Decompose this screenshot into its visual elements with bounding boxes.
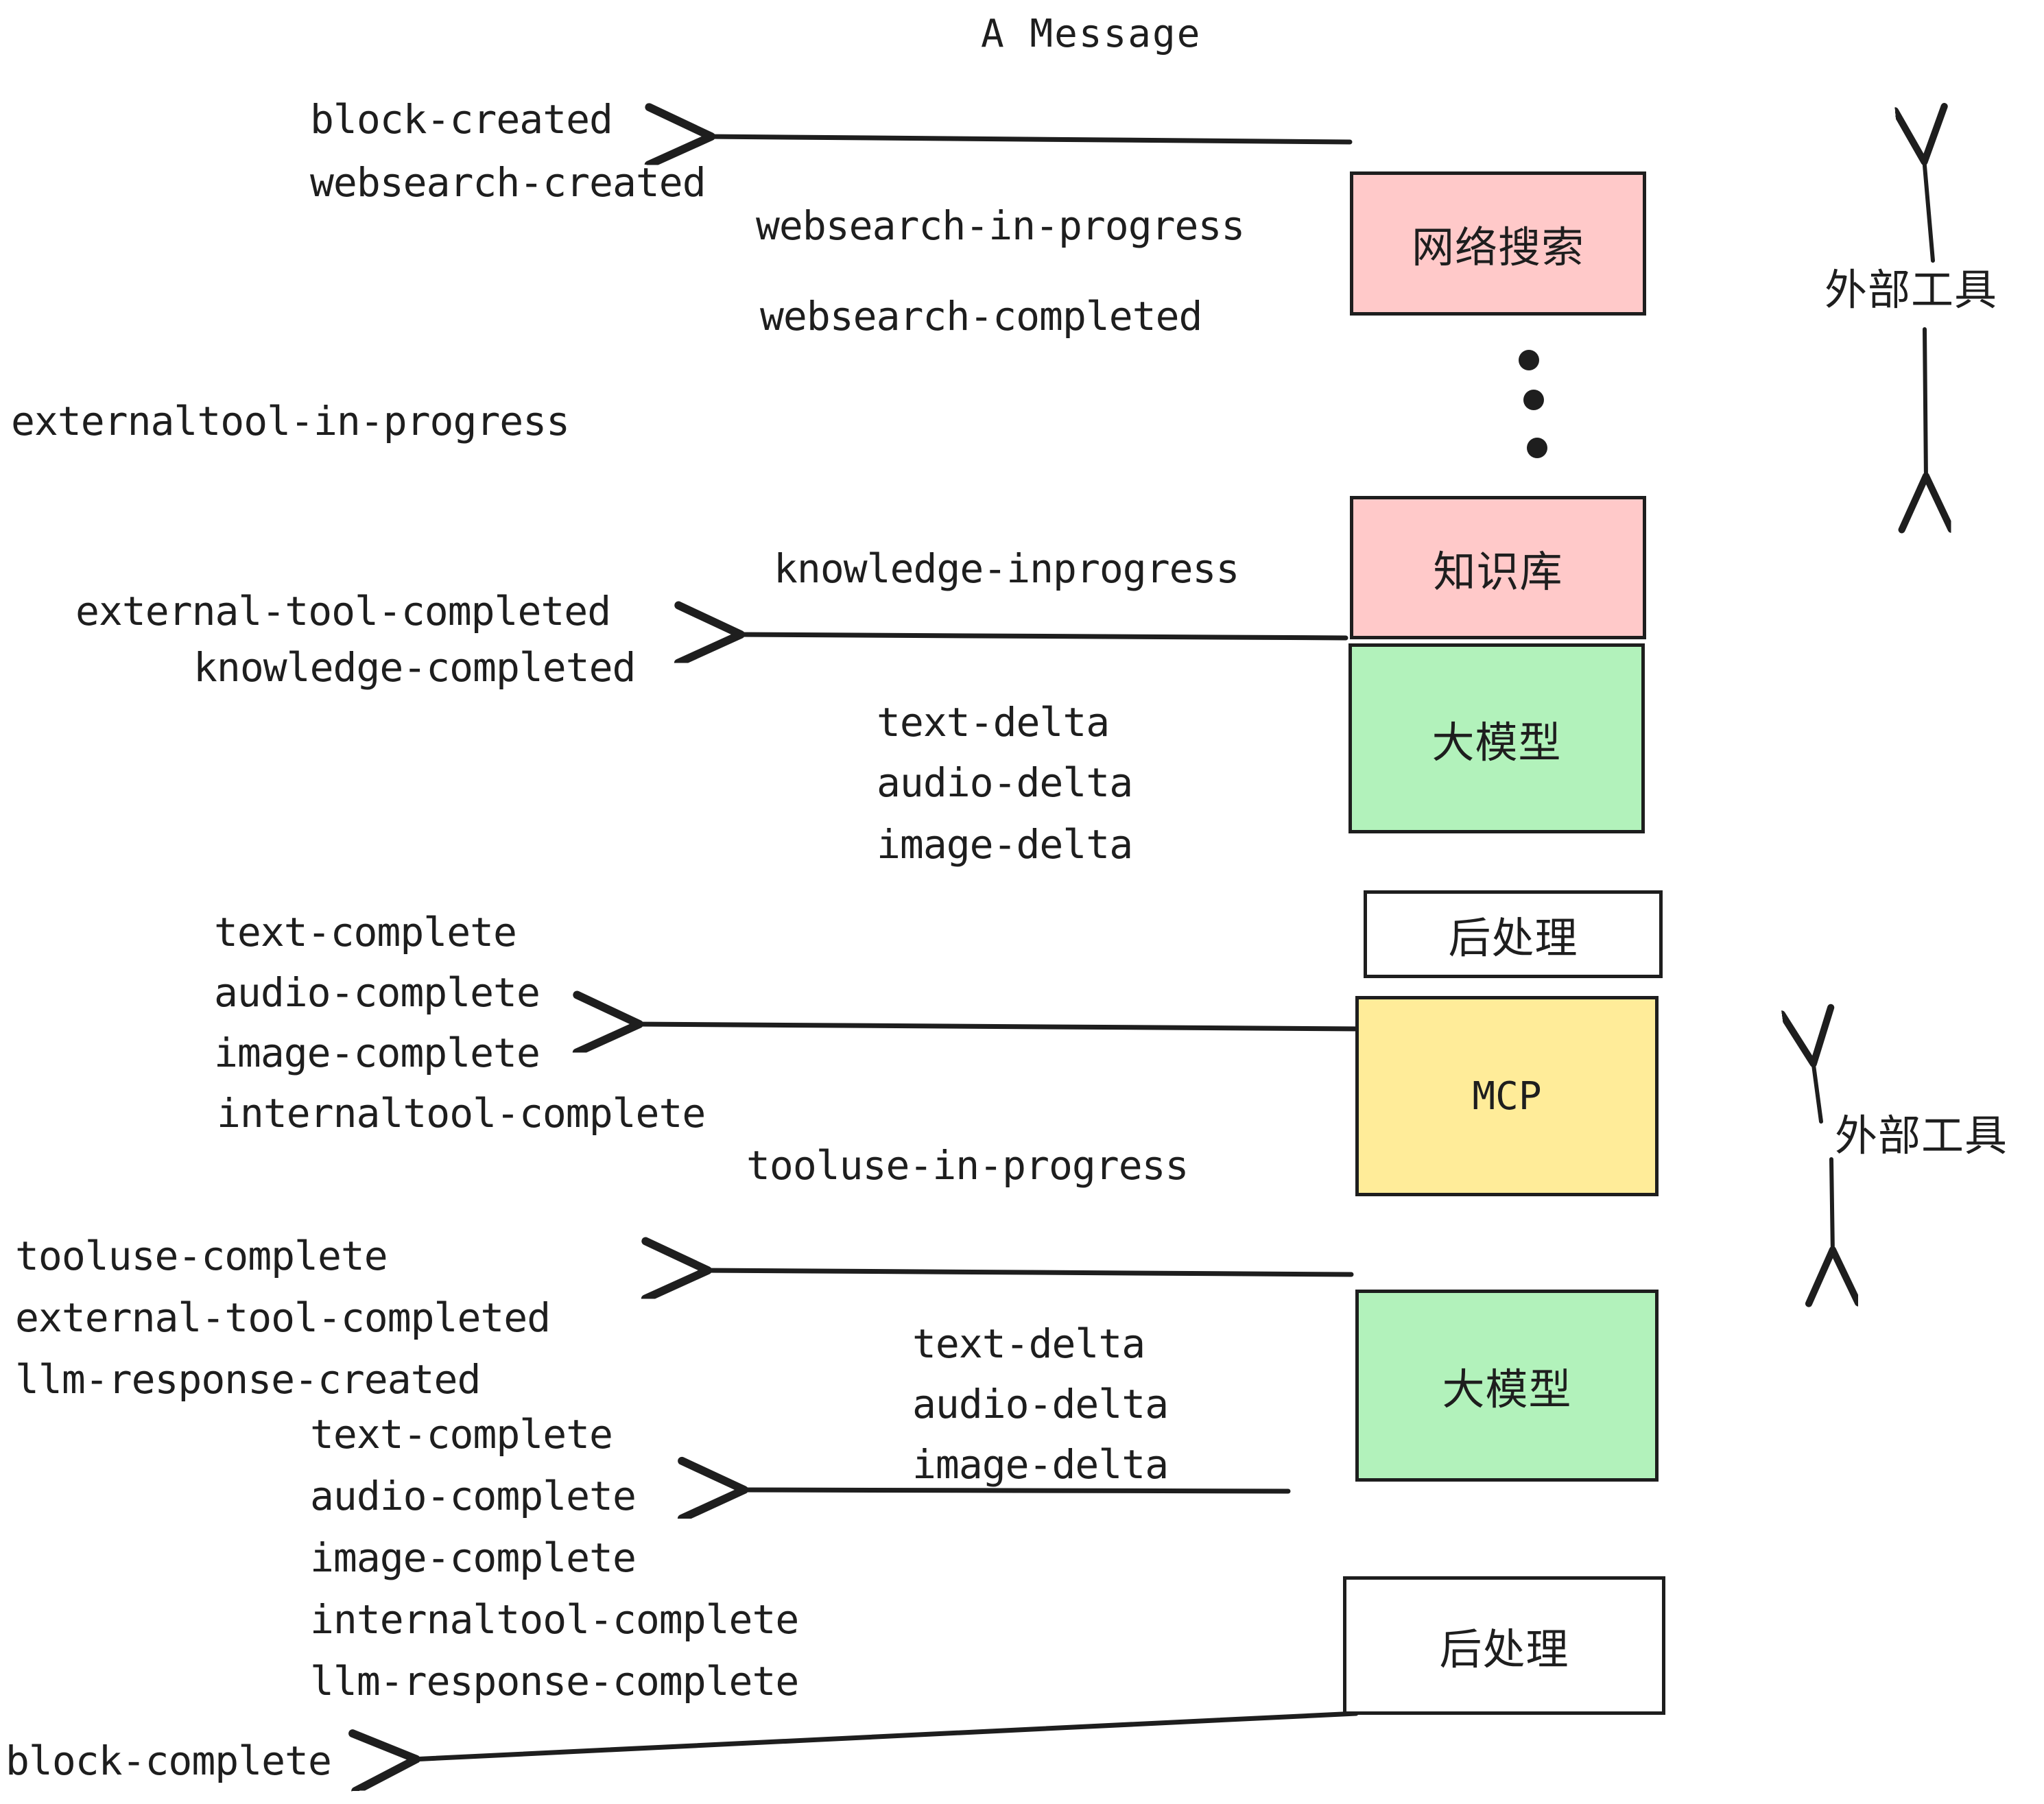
- event-tooluse-complete: tooluse-complete: [15, 1233, 388, 1279]
- ellipsis-dot: [1523, 390, 1544, 410]
- event-externaltool-in-progress: externaltool-in-progress: [11, 398, 570, 444]
- event-audio-complete-1: audio-complete: [214, 969, 540, 1016]
- event-websearch-in-progress: websearch-in-progress: [756, 202, 1245, 249]
- event-image-delta-2: image-delta: [912, 1441, 1169, 1488]
- event-llm-response-created: llm-response-created: [15, 1356, 481, 1403]
- arrow-external-tool-top-down: [1925, 327, 1926, 480]
- event-websearch-completed: websearch-completed: [760, 293, 1202, 340]
- box-llm-top[interactable]: 大模型: [1348, 643, 1645, 833]
- arrow-llm-to-knowledge-completed: [736, 634, 1348, 638]
- event-block-created: block-created: [310, 96, 613, 143]
- arrow-postprocess-to-image-complete: [634, 1024, 1364, 1029]
- event-external-tool-completed-1: external-tool-completed: [75, 588, 611, 634]
- box-knowledge[interactable]: 知识库: [1350, 496, 1646, 639]
- arrow-mcp-to-tooluse-complete: [703, 1270, 1354, 1274]
- box-postprocess-bottom-label: 后处理: [1439, 1624, 1569, 1674]
- box-llm-bottom[interactable]: 大模型: [1355, 1290, 1659, 1482]
- box-websearch[interactable]: 网络搜索: [1350, 171, 1646, 316]
- box-mcp-label: MCP: [1472, 1073, 1542, 1119]
- ellipsis-dot: [1519, 350, 1539, 370]
- box-llm-bottom-label: 大模型: [1442, 1364, 1572, 1414]
- arrow-external-tool-bottom-up: [1813, 1060, 1821, 1124]
- event-audio-delta-1: audio-delta: [877, 759, 1133, 806]
- box-postprocess-bottom[interactable]: 后处理: [1343, 1576, 1665, 1715]
- event-image-complete-2: image-complete: [310, 1534, 637, 1581]
- arrow-postprocess-to-block-complete: [412, 1711, 1359, 1759]
- event-external-tool-completed-2: external-tool-completed: [15, 1294, 551, 1341]
- event-internaltool-complete-2: internaltool-complete: [310, 1596, 799, 1643]
- box-knowledge-label: 知识库: [1433, 546, 1563, 597]
- box-llm-top-label: 大模型: [1431, 717, 1562, 768]
- box-mcp[interactable]: MCP: [1355, 996, 1659, 1196]
- event-image-delta-1: image-delta: [877, 821, 1133, 868]
- event-text-complete-1: text-complete: [214, 909, 517, 956]
- arrow-external-tool-bottom-down: [1831, 1157, 1833, 1254]
- event-audio-complete-2: audio-complete: [310, 1473, 637, 1519]
- ellipsis-dot: [1527, 438, 1547, 458]
- event-image-complete-1: image-complete: [214, 1030, 540, 1076]
- event-knowledge-inprogress: knowledge-inprogress: [774, 545, 1239, 592]
- diagram-title: A Message: [981, 12, 1202, 56]
- box-postprocess-top-label: 后处理: [1448, 913, 1578, 963]
- side-label-external-tool-top: 外部工具: [1825, 265, 1998, 315]
- event-websearch-created: websearch-created: [310, 159, 706, 206]
- event-knowledge-completed: knowledge-completed: [193, 644, 636, 691]
- event-text-delta-2: text-delta: [912, 1320, 1145, 1367]
- box-postprocess-top[interactable]: 后处理: [1364, 890, 1663, 978]
- arrow-external-tool-top-up: [1924, 158, 1933, 263]
- event-text-delta-1: text-delta: [877, 699, 1110, 746]
- event-internaltool-complete-1: internaltool-complete: [217, 1090, 706, 1137]
- box-websearch-label: 网络搜索: [1411, 222, 1584, 272]
- event-audio-delta-2: audio-delta: [912, 1381, 1169, 1427]
- event-llm-response-complete: llm-response-complete: [310, 1658, 799, 1705]
- event-block-complete: block-complete: [5, 1737, 332, 1784]
- event-tooluse-in-progress: tooluse-in-progress: [746, 1142, 1189, 1189]
- side-label-external-tool-bottom: 外部工具: [1835, 1111, 2008, 1161]
- event-text-complete-2: text-complete: [310, 1411, 613, 1458]
- arrow-llm-bottom-to-audio-complete: [739, 1490, 1291, 1491]
- arrow-websearch-to-block-created: [706, 137, 1353, 142]
